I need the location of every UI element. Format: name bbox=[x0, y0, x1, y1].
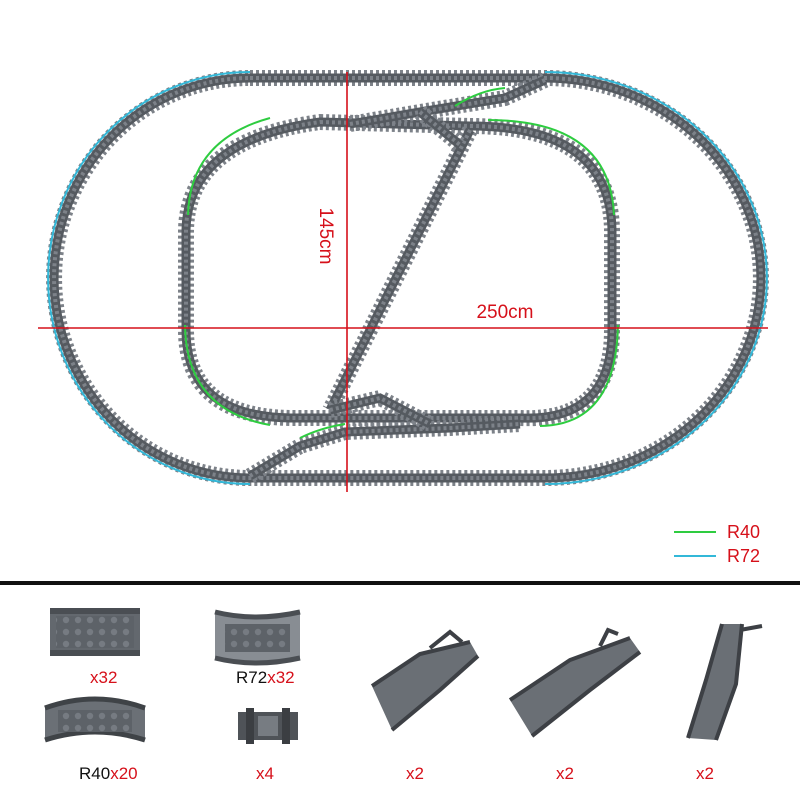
section-divider bbox=[0, 581, 800, 585]
r40-highlight-top-left bbox=[187, 117, 271, 216]
straight-track-icon bbox=[50, 608, 140, 656]
crossover-diagonal-track bbox=[322, 126, 478, 414]
caption-flex: x4 bbox=[256, 764, 274, 784]
r40-highlight-bottom-left bbox=[184, 324, 271, 426]
prefix-curve-r40: R40 bbox=[79, 764, 111, 783]
flex-track-icon bbox=[238, 708, 298, 744]
caption-curve-r40: R40x20 bbox=[79, 764, 138, 784]
top-branch-track bbox=[414, 105, 466, 152]
count-flex: x4 bbox=[256, 764, 274, 783]
parts-inventory bbox=[44, 608, 763, 744]
count-switch-right: x2 bbox=[556, 764, 574, 783]
top-switch-track bbox=[348, 72, 549, 132]
switch-track-icon-wye bbox=[686, 623, 763, 741]
caption-switch-wye: x2 bbox=[696, 764, 714, 784]
r72-highlight-right bbox=[544, 71, 768, 485]
caption-switch-left: x2 bbox=[406, 764, 424, 784]
outer-loop-track bbox=[46, 70, 769, 486]
count-switch-left: x2 bbox=[406, 764, 424, 783]
r40-highlight-top-right bbox=[487, 119, 615, 216]
r40-highlight-top-switch bbox=[454, 87, 506, 107]
inner-loop-track bbox=[178, 113, 620, 427]
r40-highlight-bottom-switch bbox=[299, 423, 346, 439]
height-dimension-label: 145cm bbox=[315, 207, 336, 264]
count-curve-r72: x32 bbox=[267, 668, 295, 687]
curve-r40-track-icon bbox=[44, 696, 146, 743]
switch-track-icon-left bbox=[370, 629, 480, 732]
r40-highlight-bottom-right bbox=[539, 324, 619, 427]
count-straight: x32 bbox=[90, 668, 118, 687]
caption-switch-right: x2 bbox=[556, 764, 574, 784]
legend-label-r72: R72 bbox=[727, 546, 760, 566]
track-layout-diagram: 145cm 250cm R40 R72 bbox=[38, 70, 769, 566]
track-network bbox=[46, 70, 769, 486]
legend-label-r40: R40 bbox=[727, 522, 760, 542]
caption-straight: x32 bbox=[90, 668, 117, 688]
legend: R40 R72 bbox=[674, 522, 760, 566]
width-dimension-label: 250cm bbox=[476, 302, 533, 323]
count-switch-wye: x2 bbox=[696, 764, 714, 783]
bottom-switch-track bbox=[245, 416, 521, 483]
count-curve-r40: x20 bbox=[110, 764, 138, 783]
dimension-lines: 145cm 250cm bbox=[38, 72, 768, 492]
curve-r72-track-icon bbox=[214, 609, 301, 666]
switch-track-icon-right bbox=[508, 627, 642, 738]
r72-highlight-left bbox=[47, 71, 251, 485]
prefix-curve-r72: R72 bbox=[236, 668, 268, 687]
caption-curve-r72: R72x32 bbox=[236, 668, 295, 688]
radius-highlights bbox=[47, 71, 768, 485]
